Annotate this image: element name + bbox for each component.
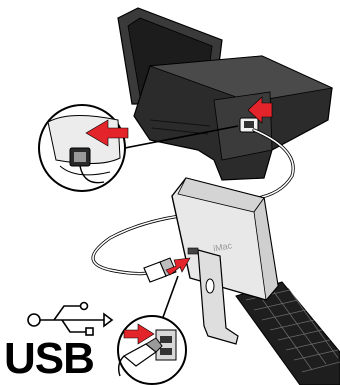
imac-usb-port xyxy=(188,248,198,254)
keyboard xyxy=(236,282,340,385)
printer xyxy=(118,8,332,180)
usb-trident-icon xyxy=(28,303,112,336)
usb-label: USB xyxy=(4,337,114,381)
imac-port-closeup xyxy=(118,316,186,384)
imac-computer xyxy=(172,178,340,385)
printer-port-closeup xyxy=(39,105,128,191)
